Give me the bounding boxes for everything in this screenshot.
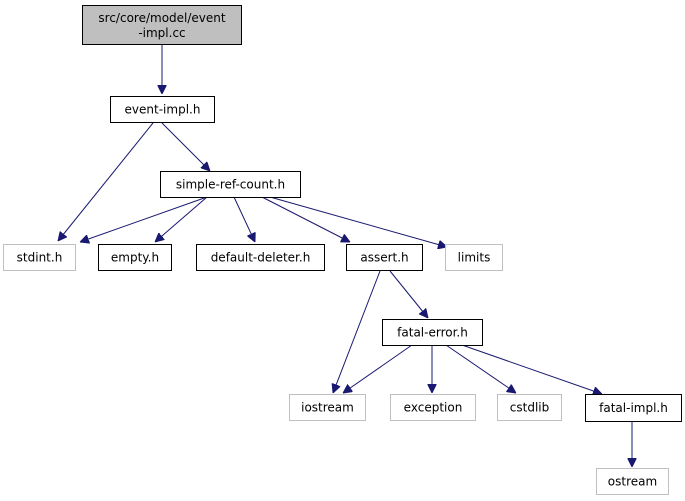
edge-event-impl-h-to-simple-ref-count-h	[161, 122, 210, 171]
node-ostream[interactable]: ostream	[596, 468, 669, 495]
node-limits[interactable]: limits	[445, 244, 503, 271]
edge-simple-ref-count-h-to-limits	[269, 196, 447, 247]
edge-simple-ref-count-h-to-stdint-h	[80, 196, 208, 242]
node-iostream[interactable]: iostream	[289, 394, 366, 421]
node-ostream-label: ostream	[608, 475, 657, 489]
node-root-label-line2: -impl.cc	[138, 26, 185, 40]
node-simple-ref-count-h[interactable]: simple-ref-count.h	[160, 171, 301, 198]
edge-fatal-error-h-to-iostream	[343, 344, 413, 393]
node-root-label-line1: src/core/model/event	[98, 11, 225, 25]
node-empty-h-label: empty.h	[111, 251, 159, 265]
node-fatal-impl-h[interactable]: fatal-impl.h	[585, 394, 682, 422]
node-default-deleter-h[interactable]: default-deleter.h	[196, 244, 325, 271]
node-cstdlib[interactable]: cstdlib	[497, 394, 562, 421]
node-stdint-h-label: stdint.h	[17, 251, 63, 265]
node-assert-h-label: assert.h	[360, 251, 408, 265]
node-assert-h[interactable]: assert.h	[346, 244, 423, 271]
nodes-layer: src/core/model/event -impl.cc event-impl…	[3, 5, 682, 495]
node-fatal-error-h-label: fatal-error.h	[397, 326, 468, 340]
edge-fatal-error-h-to-fatal-impl-h	[461, 344, 602, 394]
edge-event-impl-h-to-stdint-h	[58, 122, 154, 241]
node-limits-label: limits	[458, 251, 491, 265]
node-iostream-label: iostream	[301, 401, 354, 415]
node-fatal-error-h[interactable]: fatal-error.h	[382, 319, 483, 346]
node-cstdlib-label: cstdlib	[510, 401, 549, 415]
node-stdint-h[interactable]: stdint.h	[3, 244, 76, 271]
node-simple-ref-count-h-label: simple-ref-count.h	[176, 178, 285, 192]
node-event-impl-h[interactable]: event-impl.h	[110, 96, 215, 123]
edge-fatal-error-h-to-cstdlib	[445, 344, 516, 393]
edge-simple-ref-count-h-to-empty-h	[155, 196, 208, 242]
edge-simple-ref-count-h-to-default-deleter-h	[233, 196, 255, 242]
node-root-file[interactable]: src/core/model/event -impl.cc	[82, 5, 242, 45]
edge-simple-ref-count-h-to-assert-h	[261, 196, 350, 242]
node-exception-label: exception	[404, 401, 463, 415]
node-exception[interactable]: exception	[390, 394, 476, 421]
edge-assert-h-to-fatal-error-h	[389, 270, 428, 318]
node-fatal-impl-h-label: fatal-impl.h	[599, 401, 668, 415]
node-event-impl-h-label: event-impl.h	[125, 103, 201, 117]
node-default-deleter-h-label: default-deleter.h	[211, 251, 311, 265]
edges-layer	[58, 45, 632, 467]
node-empty-h[interactable]: empty.h	[98, 244, 172, 271]
edge-assert-h-to-iostream	[333, 270, 381, 393]
